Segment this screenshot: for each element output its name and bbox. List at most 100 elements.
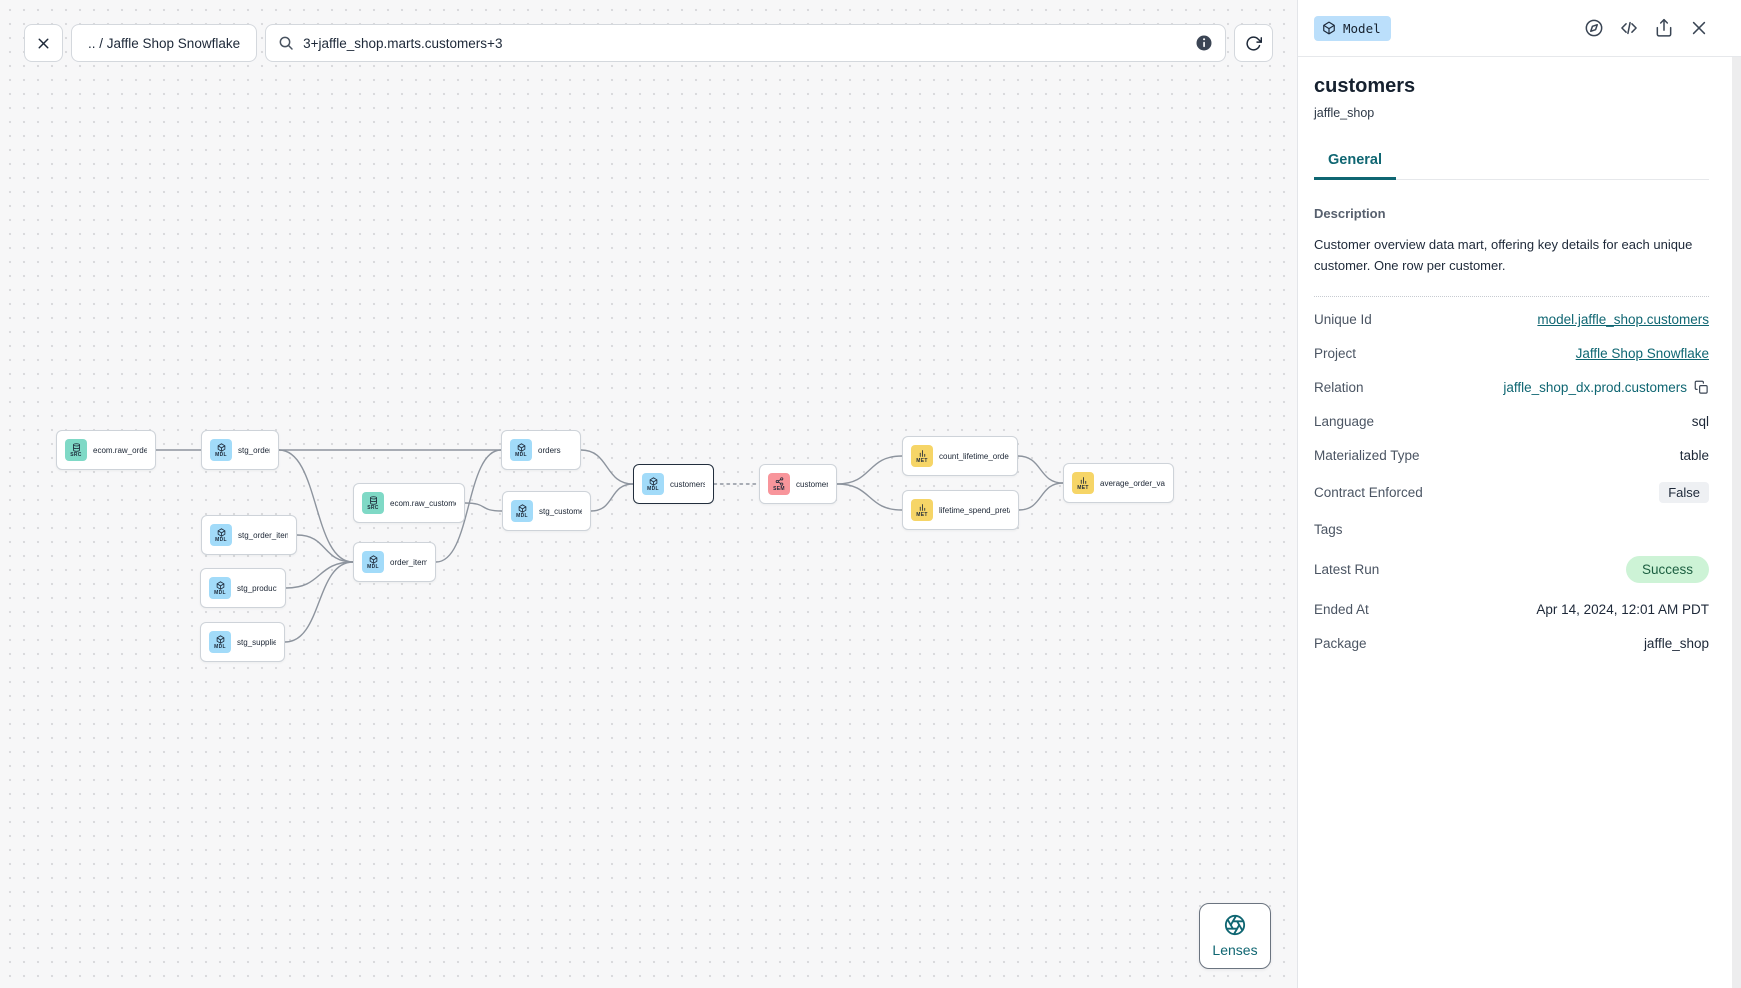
field-label: Tags	[1314, 522, 1343, 538]
mdl-node-icon: MDL	[209, 577, 231, 599]
resource-type-label: Model	[1343, 20, 1381, 36]
lineage-node-count_lifetime_orders[interactable]: MET count_lifetime_orders	[902, 436, 1018, 476]
lenses-button[interactable]: Lenses	[1199, 903, 1271, 969]
node-label: ecom.raw_customers	[390, 498, 456, 508]
refresh-icon	[1246, 35, 1262, 51]
search-icon	[279, 36, 293, 50]
search-input[interactable]	[303, 35, 1186, 51]
field-row-materialized-type: Materialized Type table	[1314, 439, 1709, 473]
node-label: customers	[670, 479, 705, 489]
node-label: average_order_value	[1100, 478, 1165, 488]
contract-enforced-badge: False	[1659, 482, 1709, 504]
view-code-button[interactable]	[1619, 18, 1639, 38]
lineage-node-orders[interactable]: MDL orders	[501, 430, 581, 470]
src-node-icon: SRC	[65, 439, 87, 461]
language-value: sql	[1691, 414, 1709, 430]
mdl-node-icon: MDL	[510, 439, 532, 461]
mdl-node-icon: MDL	[210, 524, 232, 546]
lineage-node-stg_supplies[interactable]: MDL stg_supplies	[200, 622, 285, 662]
close-icon	[1692, 21, 1706, 35]
package-subtitle: jaffle_shop	[1314, 106, 1375, 120]
tab-general[interactable]: General	[1314, 152, 1396, 180]
share-button[interactable]	[1654, 18, 1674, 38]
lenses-label: Lenses	[1212, 942, 1258, 958]
section-divider	[1314, 295, 1709, 297]
field-label: Project	[1314, 346, 1357, 362]
met-node-icon: MET	[1072, 472, 1094, 494]
field-row-project: Project Jaffle Shop Snowflake	[1314, 337, 1709, 371]
lineage-node-customers_sem[interactable]: SEM customers	[759, 464, 837, 504]
search-bar[interactable]	[265, 24, 1226, 62]
node-label: stg_customers	[539, 506, 582, 516]
field-row-contract-enforced: Contract Enforced False	[1314, 473, 1709, 513]
node-label: customers	[796, 479, 828, 489]
resource-type-badge: Model	[1314, 15, 1391, 41]
lineage-node-stg_customers[interactable]: MDL stg_customers	[502, 491, 591, 531]
field-label: Relation	[1314, 380, 1364, 396]
breadcrumb[interactable]: .. / Jaffle Shop Snowflake	[71, 24, 258, 62]
lineage-node-average_order_value[interactable]: MET average_order_value	[1063, 463, 1174, 503]
node-label: count_lifetime_orders	[939, 451, 1009, 461]
node-label: stg_orders	[238, 445, 270, 455]
node-label: stg_products	[237, 583, 277, 593]
lineage-node-stg_order_items[interactable]: MDL stg_order_items	[201, 515, 297, 555]
node-label: stg_supplies	[237, 637, 276, 647]
explore-button[interactable]	[1584, 18, 1604, 38]
field-label: Language	[1314, 414, 1375, 430]
copy-icon	[1694, 381, 1708, 395]
lineage-toolbar: .. / Jaffle Shop Snowflake	[24, 24, 1273, 62]
field-row-latest-run: Latest Run Success	[1314, 547, 1709, 593]
description-label: Description	[1314, 206, 1386, 221]
panel-tabs: General	[1314, 152, 1709, 180]
node-label: ecom.raw_orders	[93, 445, 147, 455]
ended-at-value: Apr 14, 2024, 12:01 AM PDT	[1536, 602, 1709, 618]
materialized-type-value: table	[1679, 448, 1709, 464]
aperture-icon	[1224, 914, 1246, 936]
node-label: orders	[538, 445, 561, 455]
field-row-relation: Relation jaffle_shop_dx.prod.customers	[1314, 371, 1709, 405]
model-cube-icon	[1323, 21, 1335, 35]
lineage-node-stg_orders[interactable]: MDL stg_orders	[201, 430, 279, 470]
lineage-node-ecom_raw_orders[interactable]: SRC ecom.raw_orders	[56, 430, 156, 470]
description-text: Customer overview data mart, offering ke…	[1314, 237, 1693, 274]
mdl-node-icon: MDL	[210, 439, 232, 461]
info-icon[interactable]	[1195, 34, 1213, 52]
panel-scrollbar[interactable]	[1732, 57, 1741, 988]
lineage-node-lifetime_spend_pretax[interactable]: MET lifetime_spend_pretax	[902, 490, 1019, 530]
relation-value: jaffle_shop_dx.prod.customers	[1503, 380, 1687, 396]
package-value: jaffle_shop	[1643, 636, 1709, 652]
lineage-canvas[interactable]: SRCecom.raw_ordersMDLstg_ordersMDLstg_or…	[0, 0, 1297, 988]
copy-relation-button[interactable]	[1694, 380, 1709, 395]
node-label: lifetime_spend_pretax	[939, 505, 1010, 515]
field-row-language: Language sql	[1314, 405, 1709, 439]
mdl-node-icon: MDL	[511, 500, 533, 522]
explore-icon	[1585, 19, 1603, 37]
met-node-icon: MET	[911, 445, 933, 467]
close-panel-button[interactable]	[1689, 18, 1709, 38]
sem-node-icon: SEM	[768, 473, 790, 495]
panel-header-actions	[1584, 18, 1709, 38]
field-label: Contract Enforced	[1314, 485, 1423, 501]
refresh-button[interactable]	[1234, 24, 1273, 62]
project-link[interactable]: Jaffle Shop Snowflake	[1575, 346, 1709, 362]
field-row-package: Package jaffle_shop	[1314, 627, 1709, 661]
page-title: customers	[1314, 75, 1416, 97]
model-details-panel: Model customers jaffle_shop	[1297, 0, 1741, 988]
share-icon	[1656, 18, 1672, 37]
field-row-tags: Tags	[1314, 513, 1709, 547]
mdl-node-icon: MDL	[209, 631, 231, 653]
node-label: stg_order_items	[238, 530, 288, 540]
close-icon	[38, 38, 49, 48]
field-row-unique-id: Unique Id model.jaffle_shop.customers	[1314, 303, 1709, 337]
panel-body: customers jaffle_shop General Descriptio…	[1298, 57, 1741, 661]
panel-header: Model	[1298, 0, 1741, 57]
close-lineage-button[interactable]	[24, 24, 63, 62]
lineage-node-stg_products[interactable]: MDL stg_products	[200, 568, 286, 608]
unique-id-link[interactable]: model.jaffle_shop.customers	[1537, 312, 1709, 328]
code-icon	[1621, 21, 1637, 35]
met-node-icon: MET	[911, 499, 933, 521]
